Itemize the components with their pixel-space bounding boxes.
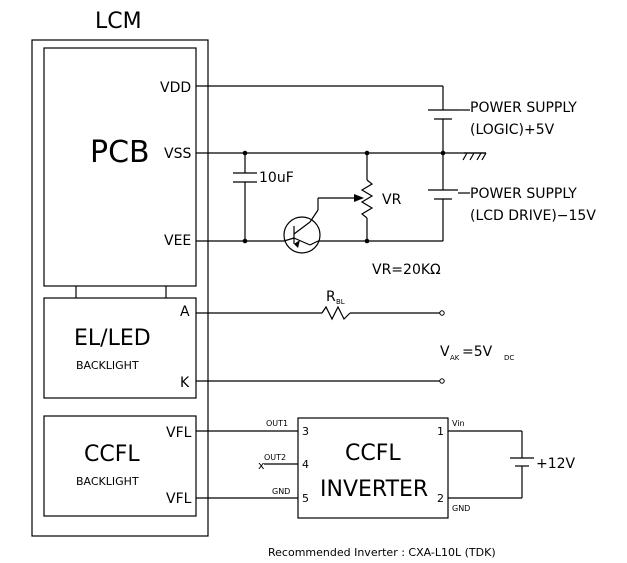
anode-terminal bbox=[439, 310, 445, 316]
supply-lcd-line1: POWER SUPPLY bbox=[470, 186, 577, 202]
supply-logic-line1: POWER SUPPLY bbox=[470, 100, 577, 116]
vr-zigzag bbox=[360, 179, 374, 219]
pin-out2: OUT2 bbox=[264, 453, 286, 462]
ccfl-backlight-sub: BACKLIGHT bbox=[76, 475, 139, 488]
lcm-module-box bbox=[31, 39, 209, 537]
pin-k: K bbox=[180, 375, 190, 391]
pin-vdd: VDD bbox=[160, 80, 191, 96]
vr-label: VR bbox=[382, 192, 402, 208]
transistor-emitter bbox=[293, 237, 311, 246]
lcm-title: LCM bbox=[95, 9, 142, 34]
transistor-upper-lead bbox=[309, 209, 319, 223]
transistor-lower-lead bbox=[309, 240, 319, 246]
resistor-rbl-label: R bbox=[326, 289, 336, 305]
ccfl-inverter-box bbox=[297, 417, 449, 519]
ground-hatch-4 bbox=[481, 152, 487, 161]
pin-1: 1 bbox=[437, 425, 444, 438]
pin-vin: Vin bbox=[452, 419, 465, 428]
pin-vfl-bottom: VFL bbox=[166, 491, 192, 507]
recommended-inverter-note: Recommended Inverter : CXA-L10L (TDK) bbox=[268, 546, 496, 559]
transistor-emitter-lead bbox=[283, 237, 295, 242]
pin-gnd-right: GND bbox=[452, 504, 470, 513]
pin-vee: VEE bbox=[164, 233, 191, 249]
pin-out1: OUT1 bbox=[266, 419, 288, 428]
resistor-rbl-sub: BL bbox=[336, 298, 345, 306]
pin-5: 5 bbox=[302, 492, 309, 505]
capacitor-label: 10uF bbox=[259, 170, 294, 186]
ccfl-backlight-box bbox=[43, 415, 197, 517]
vak-label: V bbox=[440, 344, 450, 360]
ccfl-label: CCFL bbox=[84, 442, 140, 467]
cathode-terminal bbox=[439, 378, 445, 384]
pin-2: 2 bbox=[437, 492, 444, 505]
pcb-box bbox=[43, 47, 197, 287]
ground-hatch-1 bbox=[462, 152, 468, 161]
pin-vss: VSS bbox=[164, 146, 191, 162]
pin-3: 3 bbox=[302, 425, 309, 438]
supply-lcd-line2: (LCD DRIVE)−15V bbox=[470, 208, 596, 224]
el-backlight-sub: BACKLIGHT bbox=[76, 359, 139, 372]
pin-vfl-top: VFL bbox=[166, 425, 192, 441]
pcb-label: PCB bbox=[90, 135, 150, 170]
transistor-circle bbox=[283, 216, 321, 254]
el-label: EL/LED bbox=[74, 326, 151, 351]
ground-hatch-3 bbox=[476, 152, 482, 161]
inverter-label-line2: INVERTER bbox=[320, 477, 428, 502]
junction-dot bbox=[242, 238, 248, 244]
ground-hatch-2 bbox=[469, 152, 475, 161]
resistor-rbl-zigzag bbox=[321, 305, 351, 321]
vak-mid: =5V bbox=[462, 344, 493, 360]
vr-wiper-arrow-icon bbox=[354, 194, 364, 202]
transistor-collector bbox=[293, 221, 311, 235]
inverter-supply-label: +12V bbox=[536, 456, 576, 472]
vr-value: VR=20KΩ bbox=[372, 262, 441, 278]
el-backlight-box bbox=[43, 297, 197, 399]
transistor-arrow-icon bbox=[294, 240, 300, 248]
pin-a: A bbox=[180, 304, 190, 320]
supply-logic-line2: (LOGIC)+5V bbox=[470, 122, 555, 138]
inverter-label-line1: CCFL bbox=[345, 441, 401, 466]
vak-sub: AK bbox=[450, 354, 460, 362]
pin-nc-mark: x bbox=[258, 459, 265, 472]
pin-gnd-left: GND bbox=[272, 487, 290, 496]
vak-dc-sub: DC bbox=[504, 354, 514, 362]
pin-4: 4 bbox=[302, 458, 309, 471]
